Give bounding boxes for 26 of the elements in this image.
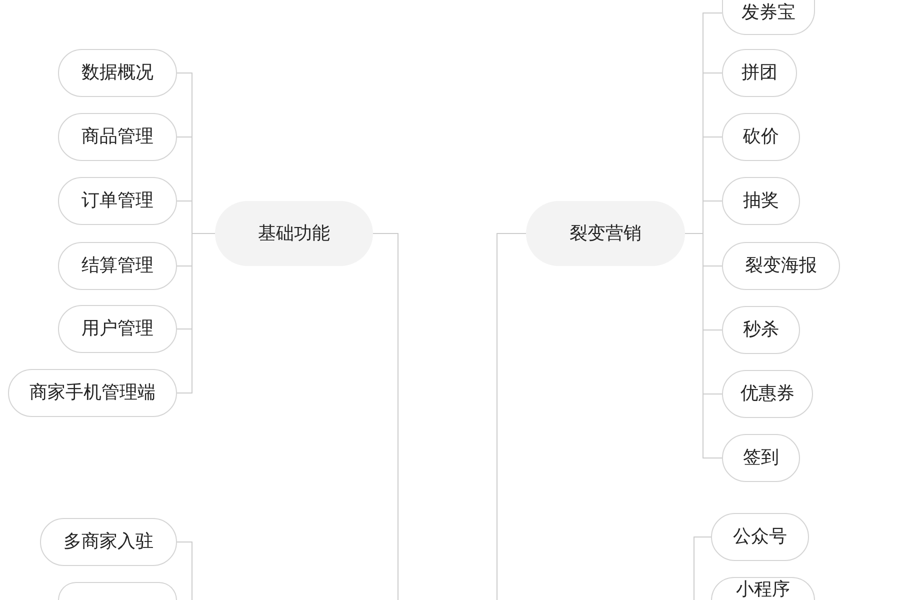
subtopic-pill: 结算管理 xyxy=(58,242,177,290)
subtopic-pill: 秒杀 xyxy=(722,306,800,354)
subtopic-pill: 订单管理 xyxy=(58,177,177,225)
subtopic-pill: 商品管理 xyxy=(58,113,177,161)
subtopic-pill: 公众号 xyxy=(711,513,809,561)
subtopic-pill: 优惠券 xyxy=(722,370,813,418)
subtopic-pill: 砍价 xyxy=(722,113,800,161)
connector-line xyxy=(496,233,526,600)
connector-line xyxy=(176,233,216,394)
subtopic-pill: 抽奖 xyxy=(722,177,800,225)
subtopic-pill: 拼团 xyxy=(722,49,797,97)
subtopic-pill: 签到 xyxy=(722,434,800,482)
subtopic-pill: 多商家入驻 xyxy=(40,518,177,566)
subtopic-pill: 裂变海报 xyxy=(722,242,840,290)
subtopic-pill xyxy=(58,582,177,600)
connector-line xyxy=(694,536,712,600)
subtopic-pill: 数据概况 xyxy=(58,49,177,97)
topic-pill: 基础功能 xyxy=(215,201,373,266)
connector-line xyxy=(176,542,192,600)
subtopic-pill: 小程序 xyxy=(711,577,815,600)
subtopic-pill: 发券宝 xyxy=(722,0,815,35)
subtopic-pill: 商家手机管理端 xyxy=(8,369,177,417)
connector-line xyxy=(684,233,722,458)
topic-pill: 裂变营销 xyxy=(526,201,685,266)
connector-line xyxy=(372,233,398,600)
subtopic-pill: 用户管理 xyxy=(58,305,177,353)
